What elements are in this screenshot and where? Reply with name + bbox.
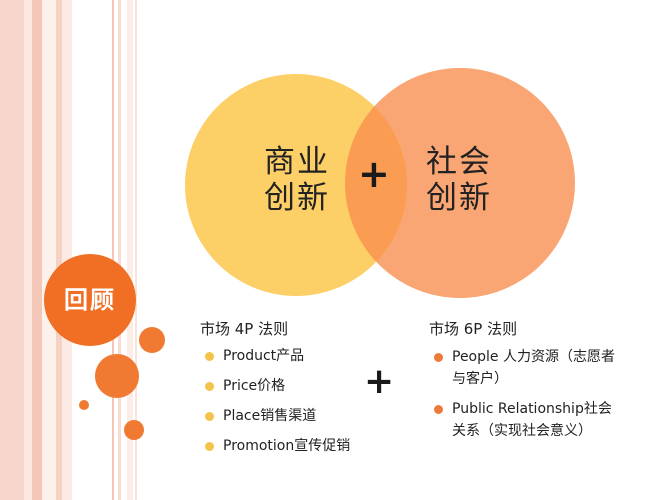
decorative-dot — [139, 327, 165, 353]
stripe — [56, 0, 62, 500]
decorative-dot — [95, 354, 139, 398]
4p-list: Product产品 Price价格 Place销售渠道 Promotion宣传促… — [203, 346, 350, 466]
venn-plus-sign: + — [358, 152, 390, 196]
stripe — [112, 0, 114, 500]
6p-list: People 人力资源（志愿者与客户） Public Relationship社… — [432, 346, 622, 450]
list-item: Place销售渠道 — [203, 406, 350, 436]
stripe — [32, 0, 42, 500]
stripe — [118, 0, 121, 500]
review-badge: 回顾 — [44, 254, 136, 346]
list-item: Promotion宣传促销 — [203, 436, 350, 466]
list-item: Price价格 — [203, 376, 350, 406]
decorative-dot — [124, 420, 144, 440]
business-innovation-label: 商业 创新 — [264, 144, 330, 216]
4p-title: 市场 4P 法则 — [200, 320, 289, 338]
stripe — [0, 0, 24, 500]
decorative-dot — [79, 400, 89, 410]
social-innovation-circle — [345, 68, 575, 298]
stripe — [24, 0, 32, 500]
stripe — [42, 0, 56, 500]
lists-plus-sign: + — [364, 361, 395, 402]
list-item: People 人力资源（志愿者与客户） — [432, 346, 622, 390]
social-innovation-label: 社会 创新 — [426, 144, 492, 216]
stripe — [62, 0, 72, 500]
6p-title: 市场 6P 法则 — [429, 320, 518, 338]
decorative-stripes — [0, 0, 140, 500]
divider-line — [135, 0, 137, 500]
list-item: Public Relationship社会关系（实现社会意义） — [432, 398, 622, 442]
list-item: Product产品 — [203, 346, 350, 376]
stripe — [127, 0, 133, 500]
